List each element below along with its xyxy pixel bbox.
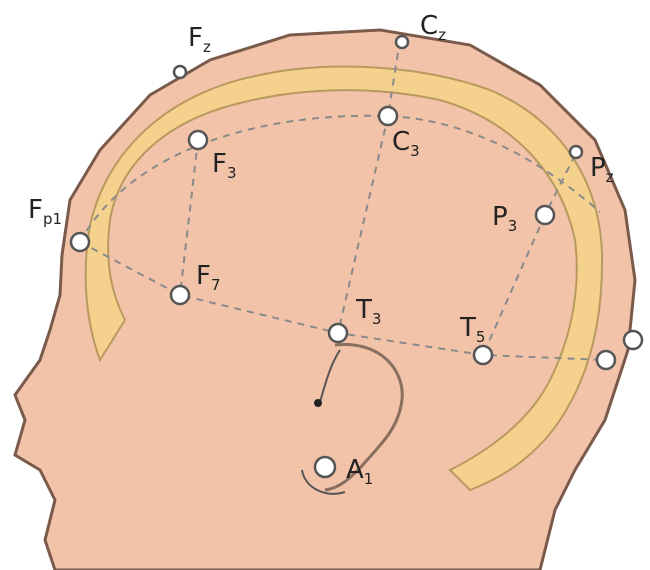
- electrode-t3[interactable]: [329, 324, 347, 342]
- electrode-o-outer[interactable]: [624, 331, 642, 349]
- ear-canal-dot: [314, 399, 322, 407]
- label-cz: Cz: [420, 11, 446, 44]
- electrode-o1[interactable]: [597, 351, 615, 369]
- electrode-fp1[interactable]: [71, 233, 89, 251]
- electrode-f3[interactable]: [189, 131, 207, 149]
- electrode-fz[interactable]: [174, 66, 186, 78]
- label-fz: Fz: [188, 23, 211, 56]
- electrode-cz[interactable]: [396, 36, 408, 48]
- electrode-c3[interactable]: [379, 107, 397, 125]
- electrode-f7[interactable]: [171, 286, 189, 304]
- electrode-p3[interactable]: [536, 206, 554, 224]
- electrode-pz[interactable]: [570, 146, 582, 158]
- electrode-a1[interactable]: [315, 457, 335, 477]
- electrode-t5[interactable]: [474, 346, 492, 364]
- label-pz: Pz: [590, 153, 614, 186]
- label-fp1: Fp1: [28, 195, 62, 228]
